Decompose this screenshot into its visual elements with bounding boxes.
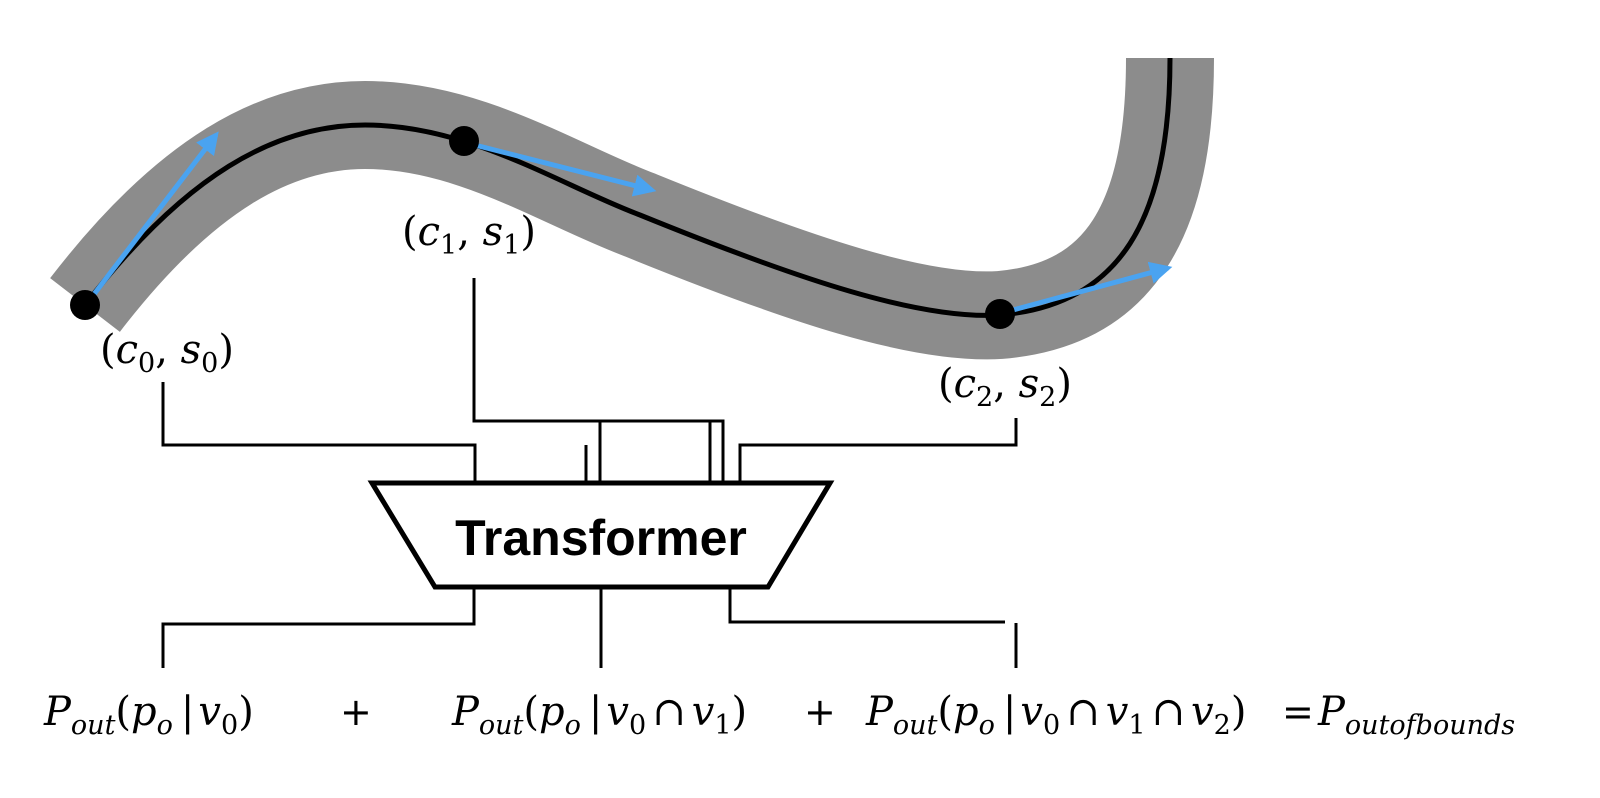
result-term: Poutofbounds [1317, 689, 1515, 741]
plus-sign-1: + [340, 690, 372, 734]
input-wires [161, 278, 1018, 482]
waypoint-dot-1 [449, 126, 479, 156]
waypoint-dot-2 [985, 299, 1015, 329]
centerline [83, 57, 1173, 318]
waypoint-label-0: (c0, s0) [100, 327, 234, 379]
transformer-label: Transformer [455, 510, 747, 566]
road-band [50, 57, 1214, 360]
output-term-2: Pout(po|v0∩v1∩v2) [865, 689, 1246, 741]
waypoint-label-2: (c2, s2) [938, 361, 1072, 413]
plus-sign-2: + [804, 690, 836, 734]
output-wires [161, 588, 1018, 668]
equals-sign: = [1282, 690, 1314, 734]
waypoint-dot-0 [70, 290, 100, 320]
direction-arrow-0 [86, 131, 219, 304]
direction-arrow-2 [1001, 261, 1173, 316]
output-term-0: Pout(po|v0) [43, 689, 254, 741]
output-term-1: Pout(po|v0∩v1) [451, 689, 747, 741]
direction-arrow-1 [466, 140, 657, 197]
transformer-block [367, 480, 835, 590]
waypoint-label-1: (c1, s1) [402, 209, 536, 261]
